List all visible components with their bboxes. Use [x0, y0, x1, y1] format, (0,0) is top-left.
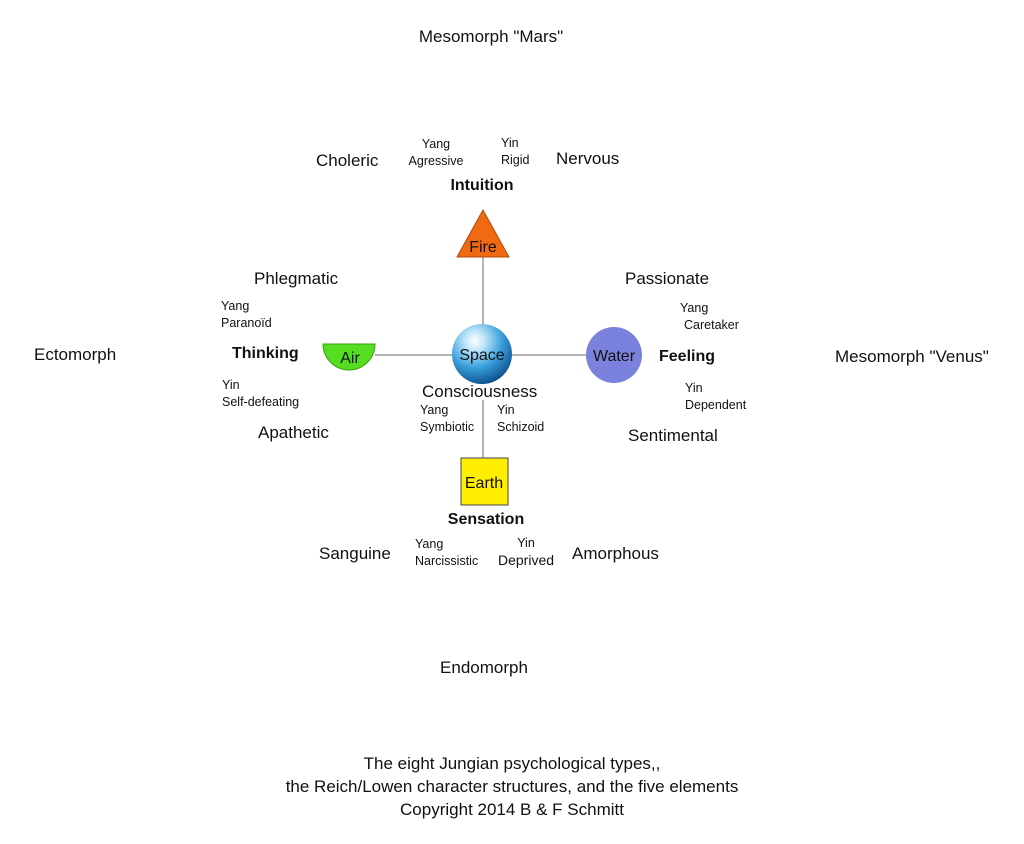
sensation-yin-structure: Yin Deprived [498, 535, 554, 569]
temperament-sentimental: Sentimental [628, 426, 718, 445]
intuition-yin-name: Rigid [501, 153, 530, 167]
intuition-yang-name: Agressive [408, 154, 464, 168]
body-type-bottom: Endomorph [440, 658, 528, 677]
fire-label: Fire [469, 239, 497, 256]
sensation-yang-name: Narcissistic [415, 554, 479, 568]
thinking-yang-structure: Yang Paranoïd [221, 298, 272, 332]
temperament-nervous: Nervous [556, 149, 620, 168]
space-label: Space [459, 347, 504, 364]
sensation-yin-name: Deprived [497, 552, 555, 568]
intuition-yin-structure: Yin Rigid [501, 135, 530, 169]
space-sphere [452, 324, 512, 384]
air-half-circle [322, 343, 376, 371]
water-circle [586, 327, 642, 383]
temperament-phlegmatic: Phlegmatic [254, 269, 339, 288]
intuition-yang-structure: Yang Agressive [409, 136, 464, 170]
feeling-yang-structure: Yang Caretaker [680, 300, 739, 334]
consciousness-yin-structure: Yin Schizoid [497, 402, 544, 436]
diagram-caption: The eight Jungian psychological types,, … [286, 752, 739, 821]
sensation-yin-pole: Yin [517, 536, 535, 550]
consciousness-yang-pole: Yang [420, 403, 449, 417]
function-intuition: Intuition [450, 177, 514, 194]
consciousness-label: Consciousness [422, 382, 538, 401]
caption-line-3: Copyright 2014 B & F Schmitt [400, 800, 624, 819]
thinking-yang-name: Paranoïd [221, 316, 272, 330]
thinking-yin-name: Self-defeating [222, 395, 300, 409]
consciousness-yang-name: Symbiotic [420, 420, 475, 434]
temperament-apathetic: Apathetic [258, 423, 329, 442]
thinking-yin-structure: Yin Self-defeating [222, 377, 299, 411]
caption-line-1: The eight Jungian psychological types,, [363, 754, 661, 773]
sensation-yang-structure: Yang Narcissistic [415, 536, 478, 570]
earth-square [460, 457, 509, 506]
fire-triangle [456, 208, 510, 258]
temperament-amorphous: Amorphous [572, 544, 659, 563]
intuition-yin-pole: Yin [501, 136, 519, 150]
temperament-choleric: Choleric [316, 151, 379, 170]
feeling-yin-structure: Yin Dependent [685, 380, 746, 414]
body-type-left: Ectomorph [34, 345, 117, 364]
intuition-yang-pole: Yang [421, 137, 451, 151]
function-sensation: Sensation [447, 511, 525, 528]
earth-label: Earth [465, 475, 503, 492]
consciousness-yang-structure: Yang Symbiotic [420, 402, 474, 436]
consciousness-yin-name: Schizoid [497, 420, 545, 434]
feeling-yang-name: Caretaker [684, 318, 739, 332]
sensation-yang-pole: Yang [415, 537, 444, 551]
feeling-yang-pole: Yang [680, 301, 709, 315]
thinking-yin-pole: Yin [222, 378, 240, 392]
temperament-passionate: Passionate [625, 269, 710, 288]
thinking-yang-pole: Yang [221, 299, 250, 313]
feeling-yin-name: Dependent [685, 398, 747, 412]
function-feeling: Feeling [659, 348, 716, 365]
body-type-top: Mesomorph "Mars" [418, 27, 564, 46]
temperament-sanguine: Sanguine [319, 544, 391, 563]
body-type-right: Mesomorph "Venus" [835, 347, 989, 366]
function-thinking: Thinking [232, 345, 299, 362]
water-label: Water [593, 348, 636, 365]
consciousness-yin-pole: Yin [497, 403, 515, 417]
air-label: Air [340, 350, 360, 367]
feeling-yin-pole: Yin [685, 381, 703, 395]
caption-line-2: the Reich/Lowen character structures, an… [285, 777, 739, 796]
